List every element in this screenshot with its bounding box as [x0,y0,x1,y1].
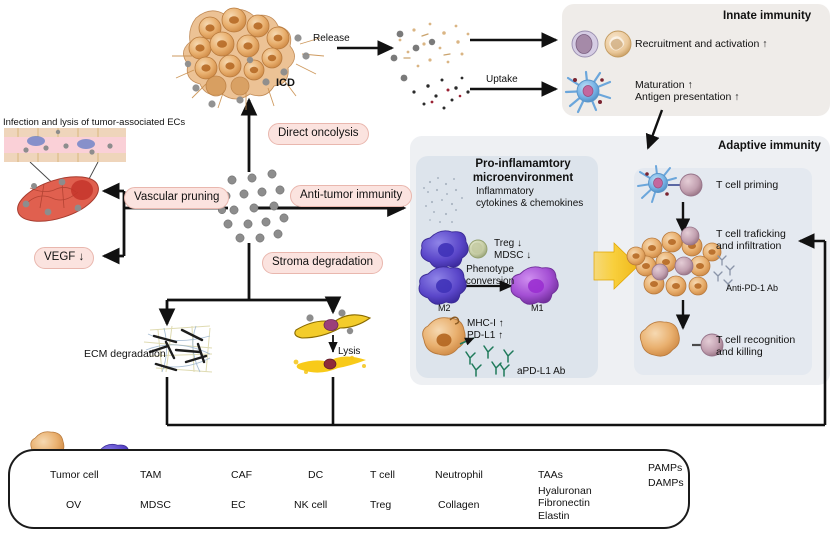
ov-particles-on-mass [184,34,310,108]
legend-label-hyaluronan: Hyaluronan [538,485,592,497]
mhc-i-text: MHC-I ↑ [467,318,504,329]
trafficking-line1: T cell traficking [716,228,786,240]
legend-box [8,449,690,529]
legend-label-tumor-cell: Tumor cell [50,469,99,481]
lysis-label: Lysis [338,346,361,357]
killing-line1: T cell recognition [716,334,796,346]
mhc-pdl1-label: MHC-I ↑ PD-L1 ↑ [467,318,504,342]
trafficking-line2: and infiltration [716,240,782,253]
vegf-callout[interactable]: VEGF ↓ [34,247,95,270]
anti-pd1-ab-label: Anti-PD-1 Ab [726,283,779,293]
antigen-presentation-text: Antigen presentation ↑ [635,91,740,104]
pd-l1-text: PD-L1 ↑ [467,329,504,341]
ecm-degradation-label: ECM degradation [84,348,166,360]
innate-immunity-title: Innate immunity [723,10,812,22]
treg-down-text: Treg ↓ [494,238,522,249]
vessel-pointer-lines [29,161,99,197]
tumor-mass-icd-illustration [172,7,325,110]
t-cell-trafficking-label: T cell traficking and infiltration [716,228,786,253]
ov-pool-illustration [217,169,289,243]
legend-label-pamps: PAMPs [648,462,683,474]
legend-label-caf: CAF [231,469,252,481]
stroma-degradation-callout[interactable]: Stroma degradation [262,252,384,275]
lysed-caf-illustration [293,355,366,374]
ec-strip-illustration [4,128,126,162]
killing-line2: and killing [716,346,763,359]
cytokines-label: Inflammatory cytokines & chemokines [476,186,583,210]
vascular-pruning-callout[interactable]: Vascular pruning [124,187,230,210]
legend-label-elastin: Elastin [538,509,570,522]
t-cell-killing-label: T cell recognition and killing [716,334,795,359]
legend-label-matrix: Hyaluronan Fibronectin Elastin [538,485,592,522]
cytokines-line1: Inflammatory [476,186,534,197]
legend-label-tam: TAM [140,469,162,481]
icd-label: ICD [276,77,295,89]
innate-maturation-label: Maturation ↑ Antigen presentation ↑ [635,79,740,104]
m2-label: M2 [438,303,451,313]
release-label: Release [313,33,350,44]
innate-recruitment-label: Recruitment and activation ↑ [635,38,768,50]
anti-tumor-immunity-callout[interactable]: Anti-tumor immunity [290,185,413,208]
legend-label-mdsc: MDSC [140,499,171,511]
maturation-text: Maturation ↑ [635,79,693,91]
phenotype-conversion-label: Phenotype conversion [463,264,517,288]
legend-label-ov: OV [66,499,82,511]
t-cell-priming-label: T cell priming [716,179,779,191]
m1-label: M1 [531,303,544,313]
legend-label-fibronectin: Fibronectin [538,497,590,510]
pro-title-line2: microenvironment [472,171,574,184]
direct-oncolysis-callout[interactable]: Direct oncolysis [268,123,369,146]
infection-lysis-caption: Infection and lysis of tumor-associated … [3,117,186,128]
treg-mdsc-label: Treg ↓ MDSC ↓ [494,238,531,262]
legend-label-t-cell: T cell [370,469,395,481]
pro-inflammatory-title: Pro-inflamamtory microenvironment [458,158,588,185]
legend-label-dc: DC [308,469,324,481]
legend-label-damps: DAMPs [648,477,684,489]
legend-label-collagen: Collagen [438,499,480,511]
legend-label-neutrophil: Neutrophil [435,469,483,481]
legend-label-ec: EC [231,499,246,511]
legend-label-nk-cell: NK cell [294,499,328,511]
released-debris-illustration [390,22,470,110]
legend-label-treg: Treg [370,499,392,511]
legend-label-taas: TAAs [538,469,563,481]
tumor-vessel-illustration [17,176,99,222]
adaptive-immunity-title: Adaptive immunity [718,140,821,152]
phenotype-line1: Phenotype [466,264,514,275]
caf-illustration [294,309,372,339]
mdsc-down-text: MDSC ↓ [494,249,532,261]
cytokines-line2: cytokines & chemokines [476,197,584,209]
phenotype-line2: conversion [465,275,515,287]
pro-title-line1: Pro-inflamamtory [475,158,571,170]
apdl1-ab-label: aPD-L1 Ab [517,366,566,377]
uptake-label: Uptake [486,74,518,85]
